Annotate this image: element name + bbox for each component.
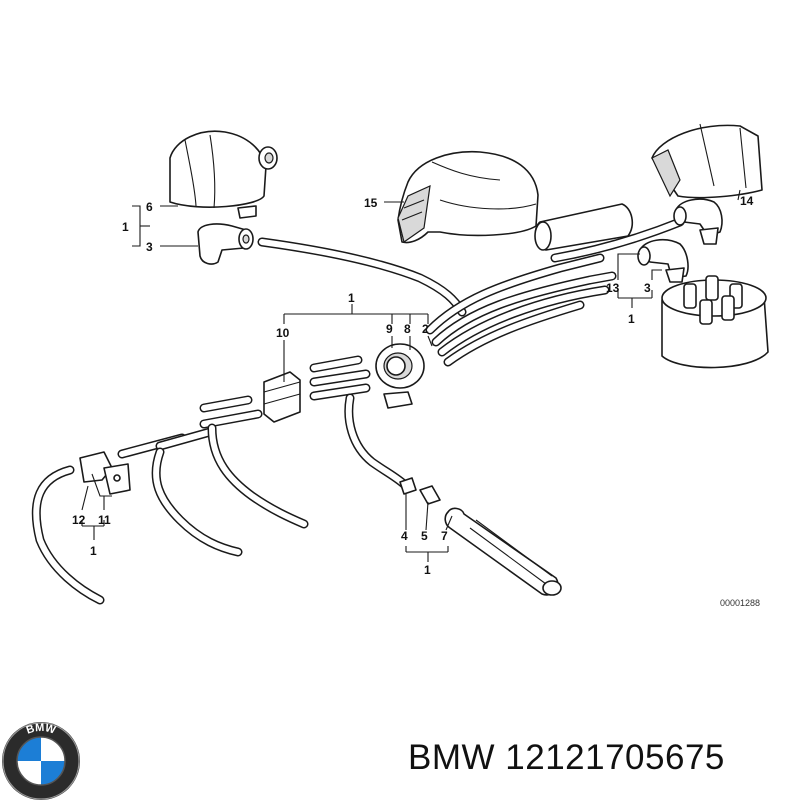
callout-13: 13 [606,281,620,295]
spark-plug-connector-4-5-7 [399,477,562,596]
bmw-logo-text: BMW [25,722,58,737]
spark-plug-leads [31,393,411,605]
cable-separator-pipes [117,355,371,459]
callout-leaders [81,189,741,562]
callout-8: 8 [404,322,411,336]
callout-4: 4 [401,529,408,543]
callout-11: 11 [98,513,111,527]
callout-3-right: 3 [644,281,651,295]
angled-connector-3-right [673,198,723,245]
callout-15: 15 [364,196,378,210]
grommet-9 [375,343,425,409]
callout-labels: 1 6 3 15 14 13 3 1 1 10 9 8 2 12 11 1 4 … [72,194,760,608]
callout-12: 12 [72,513,86,527]
diagram-reference-code: 00001288 [720,598,760,608]
distributor-base [661,275,769,369]
callout-2: 2 [422,322,429,336]
callout-10: 10 [276,326,290,340]
callout-3-left: 3 [146,240,153,254]
callout-5: 5 [421,529,428,543]
ignition-cable-harness [257,217,685,367]
coil-cover-14 [651,123,763,199]
bracket-12-11 [79,451,131,497]
callout-1-right: 1 [628,312,635,326]
callout-7: 7 [441,529,448,543]
angled-connector-3-left [197,223,254,265]
spark-plug-cap-6 [169,130,278,219]
callout-1-bottomleft: 1 [90,544,97,558]
connector-13 [637,238,689,283]
callout-14: 14 [740,194,754,208]
callout-6: 6 [146,200,153,214]
cable-holder-10 [263,371,301,423]
distributor-cap-15 [397,150,539,244]
callout-1-center: 1 [348,291,355,305]
callout-1-bottom: 1 [424,563,431,577]
insulating-sleeve [534,203,634,251]
callout-9: 9 [386,322,393,336]
callout-1-topleft: 1 [122,220,129,234]
part-number-label: BMW 12121705675 [408,738,725,777]
bmw-logo: BMW [2,722,80,800]
